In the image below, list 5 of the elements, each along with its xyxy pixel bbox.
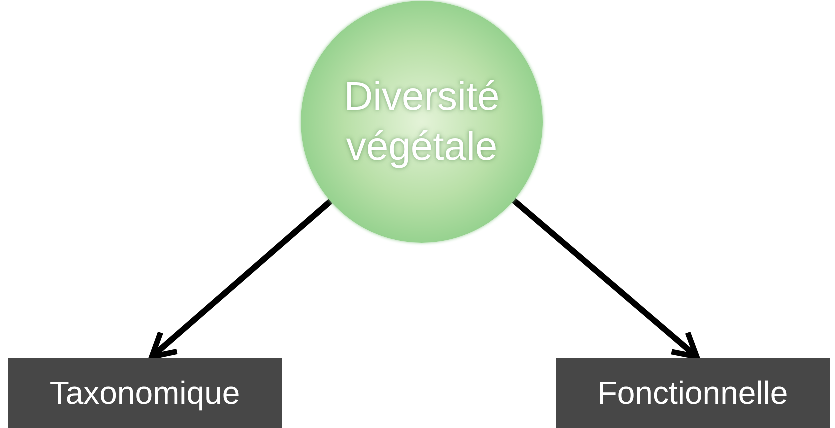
arrow	[149, 199, 333, 360]
category-box: Taxonomique	[8, 358, 282, 428]
category-box: Fonctionnelle	[556, 358, 830, 428]
node-label: Diversité végétale	[343, 74, 501, 171]
arrow	[512, 198, 700, 360]
